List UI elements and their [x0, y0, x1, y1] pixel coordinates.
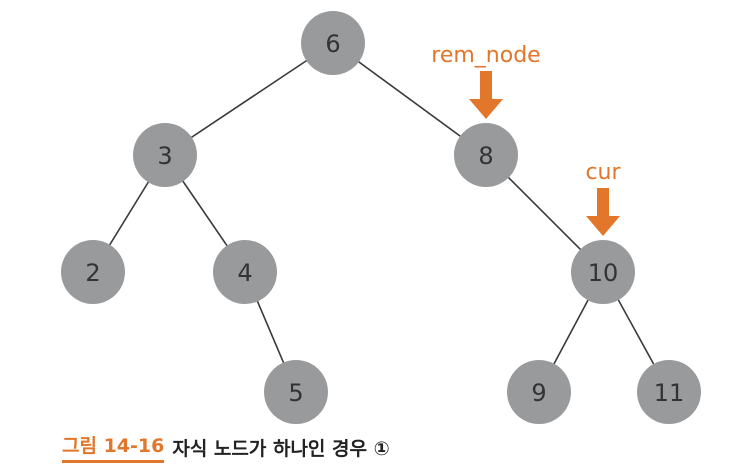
tree-edges [92, 42, 670, 393]
node-label: 11 [654, 379, 685, 407]
node-11: 11 [637, 360, 701, 424]
figure-number: 그림 14-16 [62, 431, 165, 463]
node-circle [301, 11, 365, 75]
node-2: 2 [61, 240, 125, 304]
node-10: 10 [571, 240, 635, 304]
node-8: 8 [454, 123, 518, 187]
figure-title: 자식 노드가 하나인 경우 ① [172, 437, 390, 460]
node-circle [454, 123, 518, 187]
node-label: 4 [237, 259, 252, 287]
node-circle [61, 240, 125, 304]
node-label: 8 [478, 142, 493, 170]
down-arrow-icon [586, 188, 620, 236]
node-label: 3 [157, 142, 172, 170]
node-4: 4 [213, 240, 277, 304]
node-9: 9 [507, 360, 571, 424]
edge-6-3 [164, 42, 334, 156]
node-circle [213, 240, 277, 304]
node-label: 2 [85, 259, 100, 287]
node-circle [637, 360, 701, 424]
down-arrow-icon [469, 71, 503, 119]
node-circle [507, 360, 571, 424]
node-label: 5 [288, 379, 303, 407]
pointer-label: cur [585, 160, 621, 185]
node-circle [133, 123, 197, 187]
node-5: 5 [264, 360, 328, 424]
node-label: 10 [588, 259, 619, 287]
node-6: 6 [301, 11, 365, 75]
pointer-label: rem_node [431, 43, 540, 68]
pointer-cur: cur [585, 160, 621, 236]
tree-nodes: 6 3 8 2 4 10 5 9 11 [61, 11, 701, 424]
node-label: 6 [325, 30, 340, 58]
node-circle [571, 240, 635, 304]
node-label: 9 [531, 379, 546, 407]
node-3: 3 [133, 123, 197, 187]
figure-caption: 그림 14-16 자식 노드가 하나인 경우 ① [62, 430, 390, 464]
pointer-rem_node: rem_node [431, 43, 541, 119]
node-circle [264, 360, 328, 424]
